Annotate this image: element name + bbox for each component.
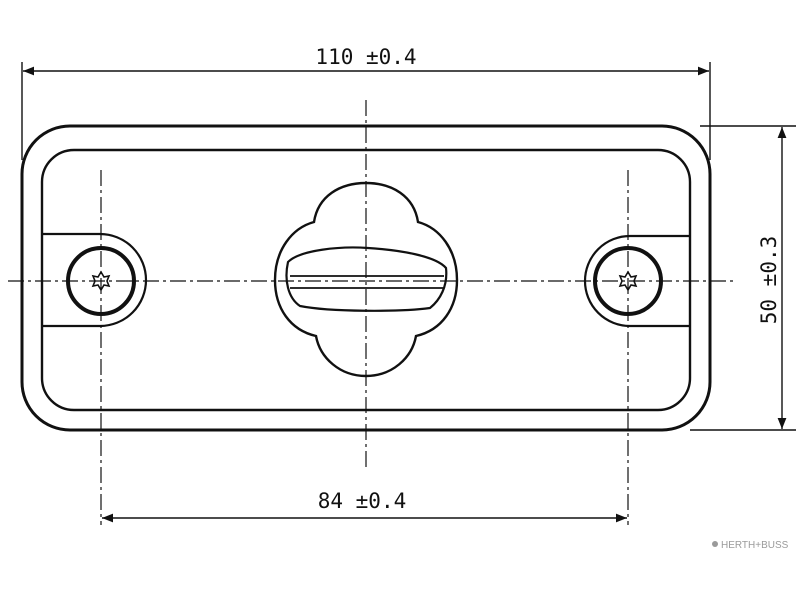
watermark: HERTH+BUSS xyxy=(712,540,789,551)
width-dimension-label: 110 ±0.4 xyxy=(315,45,416,69)
center-lines xyxy=(8,100,735,525)
left-screw-boss xyxy=(42,232,148,328)
height-dimension: 50 ±0.3 xyxy=(690,125,796,431)
watermark-logo-icon xyxy=(712,541,718,547)
hole-spacing-dimension-label: 84 ±0.4 xyxy=(318,489,407,513)
width-dimension: 110 ±0.4 xyxy=(21,45,711,160)
watermark-text: HERTH+BUSS xyxy=(721,540,789,551)
knob-slot xyxy=(285,246,448,312)
hole-spacing-dimension: 84 ±0.4 xyxy=(102,489,627,523)
left-screw xyxy=(42,232,148,328)
height-dimension-label: 50 ±0.3 xyxy=(757,236,781,325)
